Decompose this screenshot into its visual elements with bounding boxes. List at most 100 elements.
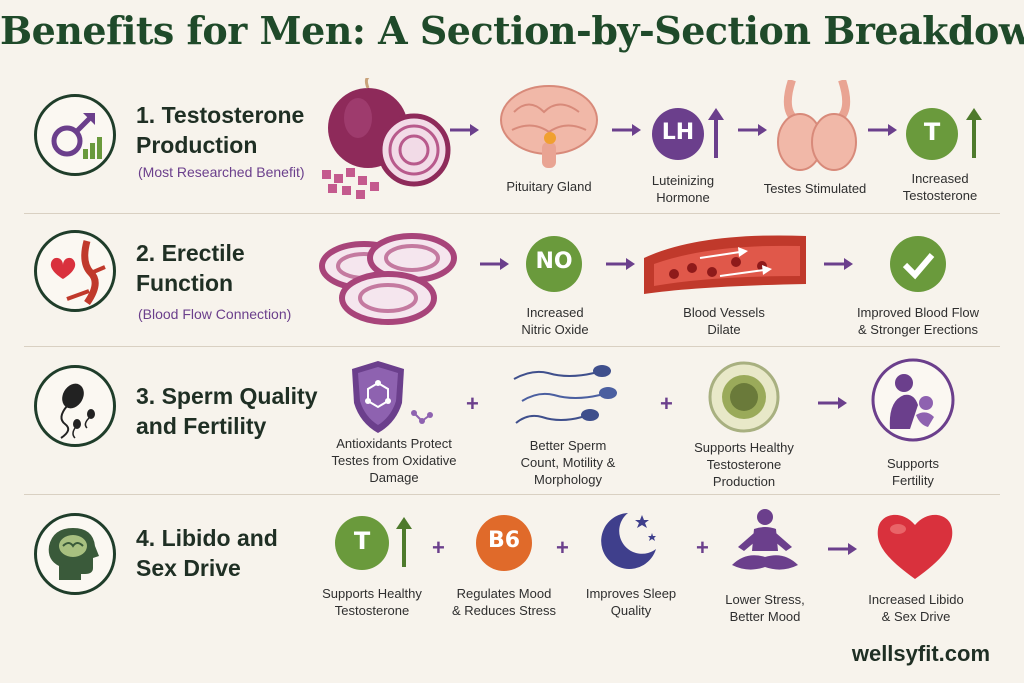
caption-line: Supports Healthy [322,586,422,601]
arrow-right-icon [606,258,635,270]
testes-image [777,80,857,171]
caption-line: Better Sperm [529,438,607,453]
caption-line: Blood Vessels [683,305,765,320]
arrow-right-icon [450,124,479,136]
male-symbol-icon [34,94,116,176]
sperm-icon [34,365,116,447]
caption-line: Increased Libido [868,592,964,607]
plus-icon: + [466,391,479,416]
b6-badge [476,515,532,571]
caption-line: Morphology [534,472,602,487]
head-brain-icon [34,513,116,595]
caption-line: Testes from Oxidative [331,453,457,468]
t-label: T [923,118,941,146]
caption-line: Improved Blood Flow [856,305,980,320]
caption-line: Supports [886,456,940,471]
section-divider [24,346,1000,347]
arrow-right-icon [738,124,767,136]
section-subtitle: (Most Researched Benefit) [138,164,305,180]
step-caption: Increased Nitric Oxide [500,304,610,338]
meditation-icon [732,509,798,570]
page-title: Benefits for Men: A Section-by-Section B… [0,8,1024,53]
step-caption: Increased Libido & Sex Drive [856,591,976,625]
step-caption: Pituitary Gland [506,179,592,194]
section-title-line: Sex Drive [136,555,241,581]
caption-line: Supports Healthy [694,440,794,455]
section-divider [24,494,1000,495]
t-label: T [353,527,371,555]
cell-icon [708,361,780,433]
blood-vessel-image [644,235,806,294]
section-title-line: 3. Sperm Quality [136,383,318,409]
section-title-line: 4. Libido and [136,525,278,551]
caption-line: Fertility [892,473,934,488]
section-sperm: 3. Sperm Quality and Fertility Antioxida… [0,347,1024,493]
testosterone-badge [906,108,982,160]
caption-line: Testosterone [334,603,410,618]
section-title: 2. Erectile Function [136,238,245,298]
caption-line: Increased [526,305,584,320]
arrow-right-icon [828,543,857,555]
step-caption: Blood Vessels Dilate [664,304,784,338]
caption-line: Lower Stress, [725,592,805,607]
step-caption: Testes Stimulated [763,181,867,196]
parent-child-icon [871,358,955,442]
arrow-right-icon [868,124,897,136]
plus-icon: + [660,391,673,416]
step-caption: Supports Healthy Testosterone [312,585,432,619]
nitric-oxide-badge [526,236,582,292]
step-caption: Luteinizing Hormone [628,172,738,206]
section-testosterone: 1. Testosterone Production (Most Researc… [0,72,1024,212]
section-subtitle: (Blood Flow Connection) [138,306,292,322]
caption-line: Luteinizing [651,173,715,188]
step-caption: Supports Fertility [858,455,968,489]
caption-line: Damage [369,470,419,485]
caption-line: Dilate [707,322,741,337]
section-title-line: 2. Erectile [136,240,245,266]
arrow-right-icon [612,124,641,136]
caption-line: Quality [610,603,652,618]
section-title: 1. Testosterone Production [136,100,304,160]
step-caption: Improved Blood Flow & Stronger Erections [848,304,988,338]
caption-line: Regulates Mood [456,586,552,601]
caption-line: Antioxidants Protect [336,436,452,451]
lh-badge [652,108,724,160]
caption-line: Testosterone [902,188,978,203]
no-label: NO [535,249,573,274]
step-caption: Antioxidants Protect Testes from Oxidati… [322,435,466,486]
caption-line: Nitric Oxide [521,322,589,337]
caption-line: & Stronger Erections [858,322,978,337]
step-caption: Increased Testosterone [880,170,1000,204]
caption-line: Improves Sleep [585,586,677,601]
plus-icon: + [556,535,569,560]
section-title-line: Production [136,132,258,158]
section-title-line: Function [136,270,234,296]
section-title: 4. Libido and Sex Drive [136,523,278,583]
section-libido: 4. Libido and Sex Drive T Supports Healt… [0,495,1024,645]
website-label[interactable]: wellsyfit.com [851,641,990,666]
heart-vessel-icon [34,230,116,312]
section-title-line: 1. Testosterone [136,102,305,128]
step-caption: Regulates Mood & Reduces Stress [444,585,564,619]
section-divider [24,213,1000,214]
onion-image [322,78,451,199]
checkmark-icon [890,236,946,292]
caption-line: Better Mood [729,609,801,624]
onion-rings-image [319,233,457,325]
testosterone-badge [335,516,412,570]
step-caption: Improves Sleep Quality [576,585,686,619]
caption-line: Hormone [656,190,710,205]
brain-image [500,85,598,168]
step-caption: Lower Stress, Better Mood [710,591,820,625]
step-caption: Better Sperm Count, Motility & Morpholog… [498,437,638,488]
heart-icon [877,514,953,579]
caption-line: Testosterone [706,457,782,472]
section-title: 3. Sperm Quality and Fertility [136,381,318,441]
arrow-right-icon [480,258,509,270]
plus-icon: + [432,535,445,560]
b6-label: B6 [487,528,521,553]
step-caption: Supports Healthy Testosterone Production [684,439,804,490]
arrow-right-icon [824,258,853,270]
caption-line: & Reduces Stress [451,603,557,618]
lh-label: LH [661,120,695,145]
